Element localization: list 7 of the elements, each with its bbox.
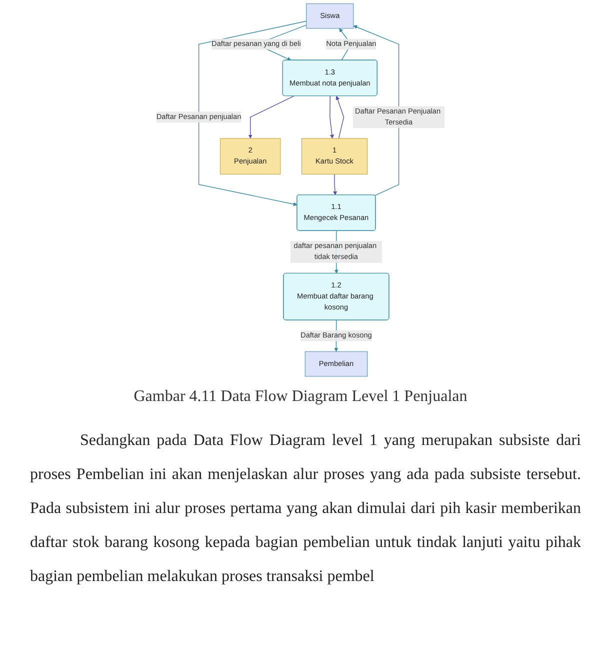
body-paragraph: Sedangkan pada Data Flow Diagram level 1 yang merupakan subsiste dari proses Pembelian ini akan menjelaskan alur proses yang ada pada subsiste tersebut. Pada subsistem ini alur proses pertama yang akan dimulai dari pih kasir memberikan daftar stok barang kosong kepada bagian pembelian untuk tindak lanjuti yaitu pihak bagian pembelian melakukan proses transaksi pembel — [30, 431, 581, 587]
arrow — [336, 96, 344, 139]
arrow — [353, 25, 400, 196]
arrow — [330, 96, 334, 139]
arrow — [333, 174, 338, 196]
arrow — [248, 96, 294, 139]
figure-caption: Gambar 4.11 Data Flow Diagram Level 1 Penjualan — [132, 388, 468, 406]
